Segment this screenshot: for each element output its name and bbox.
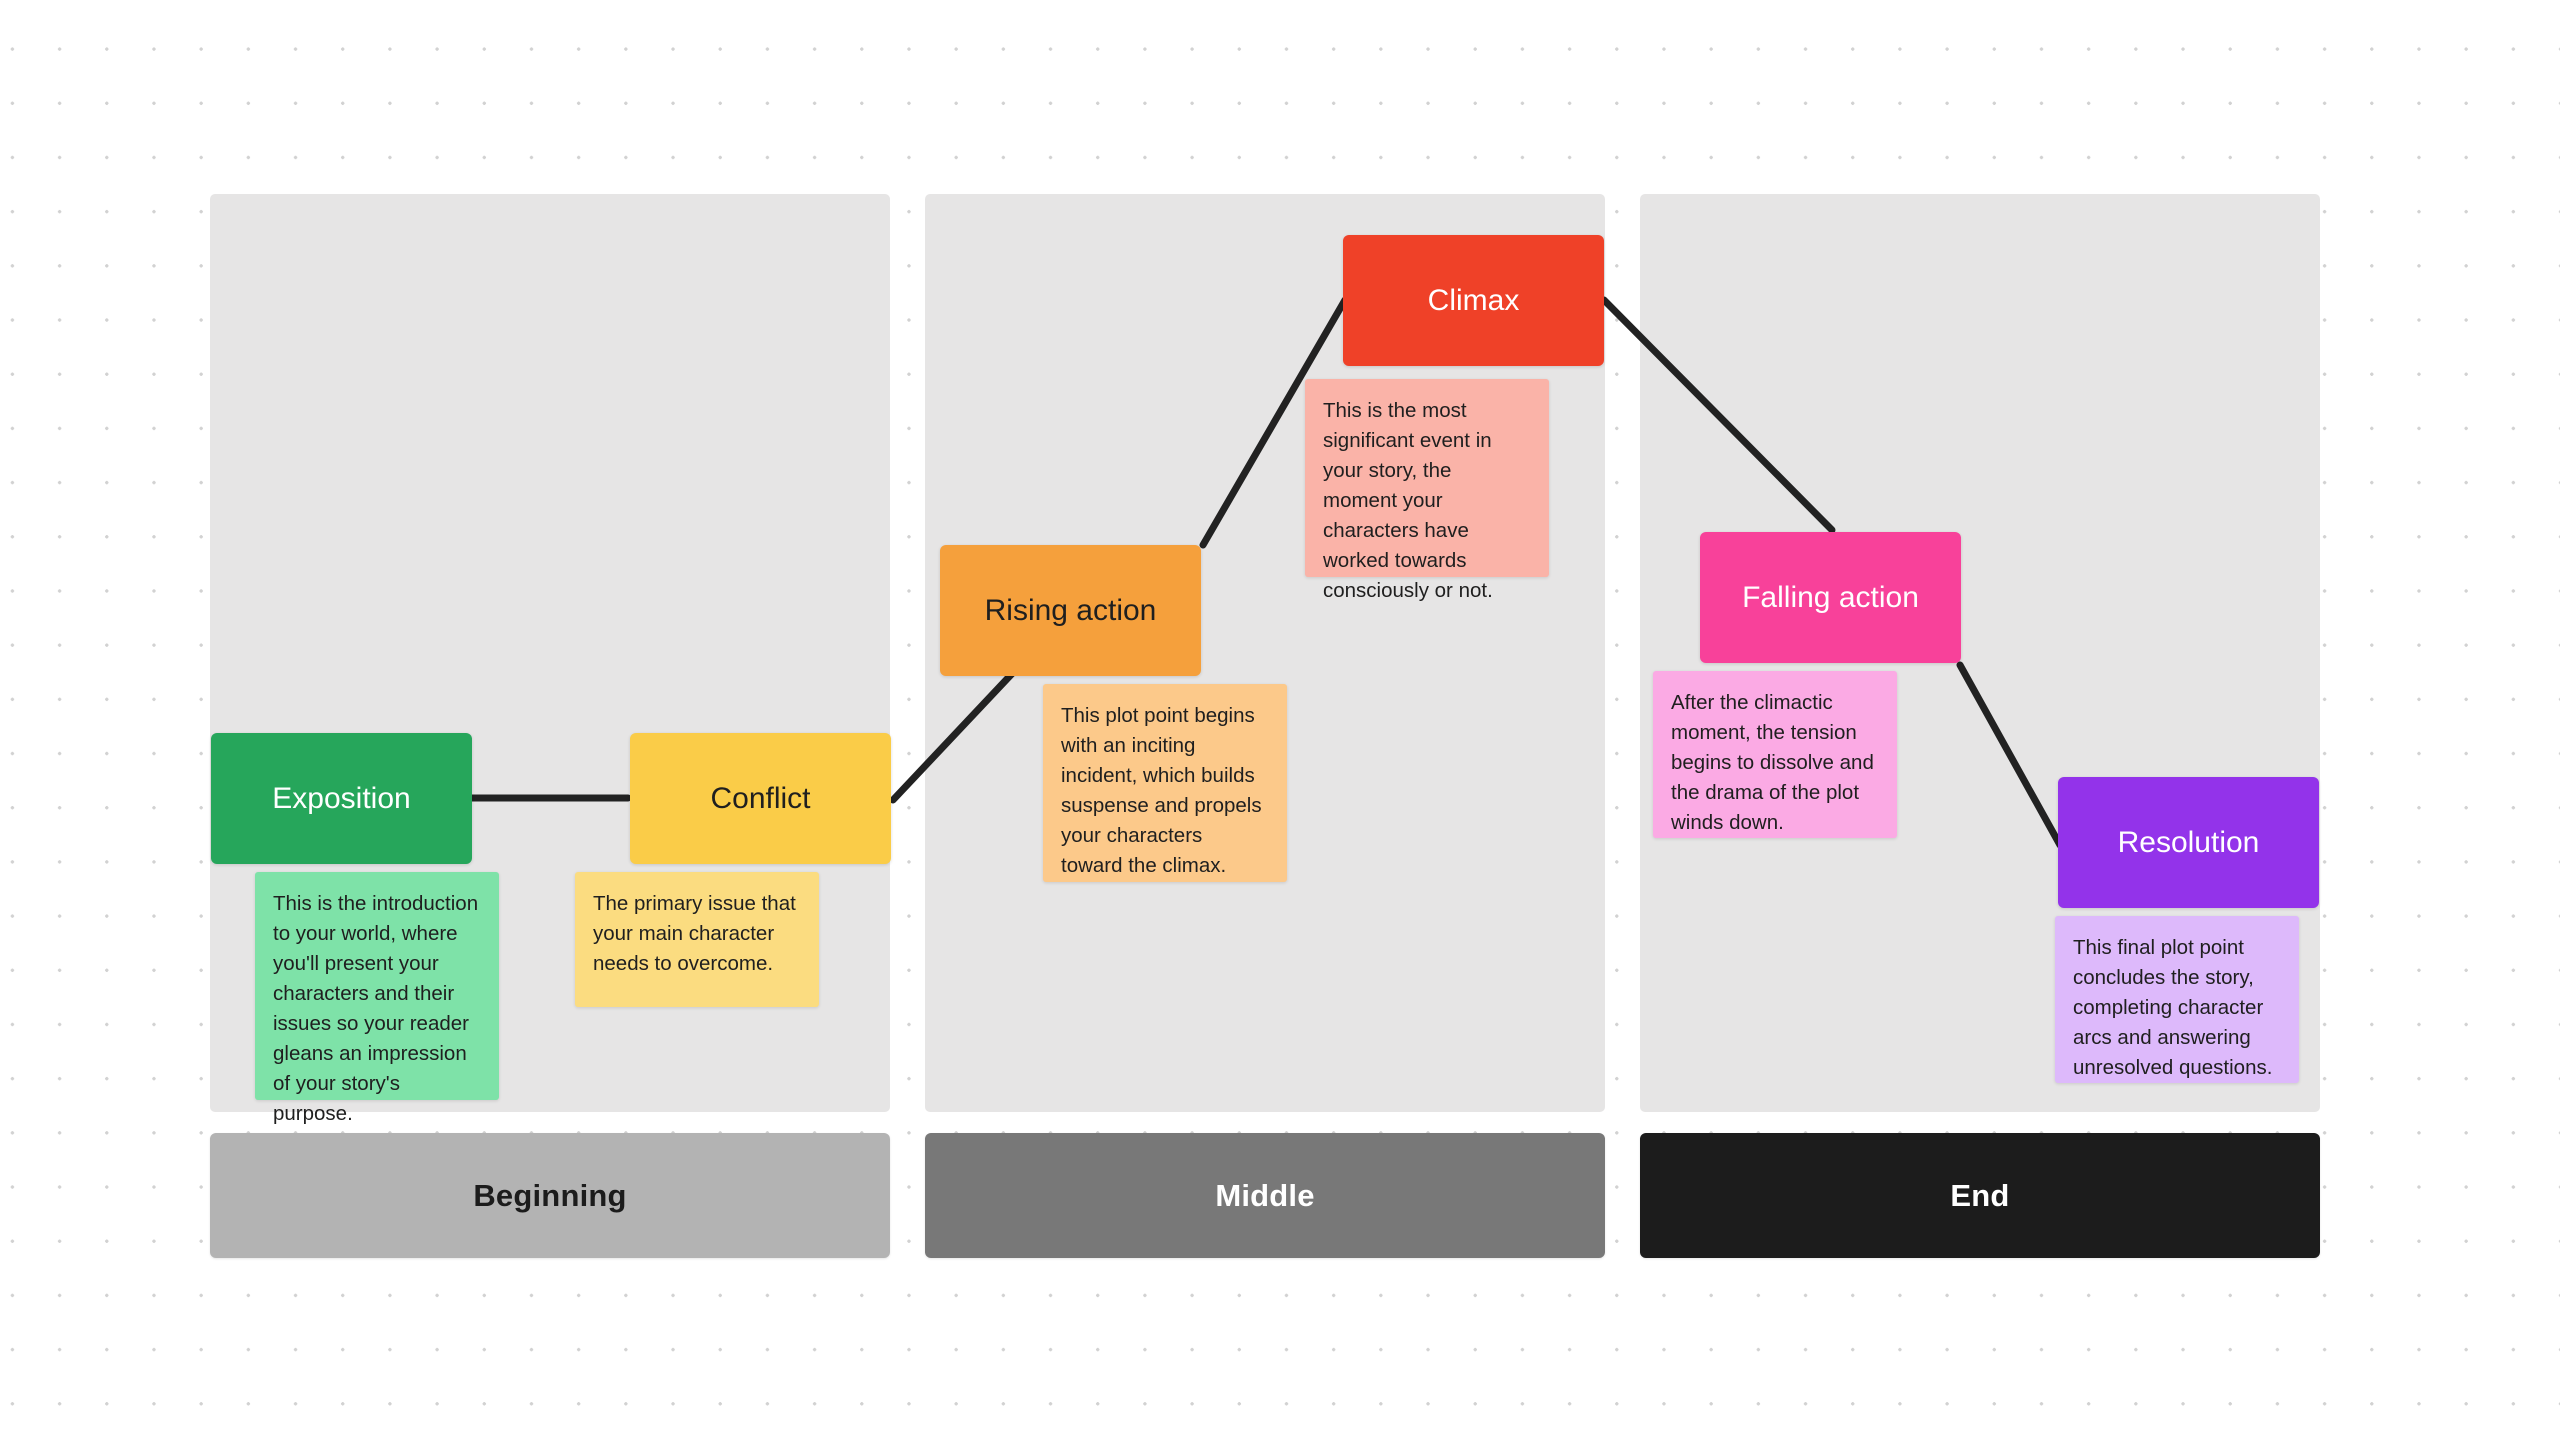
plot-point-label: Conflict	[710, 781, 811, 815]
note-climax[interactable]: This is the most significant event in yo…	[1305, 379, 1549, 602]
plot-point-exposition[interactable]: Exposition	[211, 733, 472, 864]
note-rising-action[interactable]: This plot point begins with an inciting …	[1043, 684, 1287, 882]
stage-bar-label: Beginning	[473, 1177, 627, 1213]
stage-bar-label: End	[1950, 1177, 2010, 1213]
stage-bar-label: Middle	[1215, 1177, 1315, 1213]
stage-bar-beginning[interactable]: Beginning	[210, 1133, 890, 1258]
plot-point-label: Falling action	[1742, 580, 1919, 614]
plot-point-label: Climax	[1427, 283, 1520, 317]
note-exposition[interactable]: This is the introduction to your world, …	[255, 872, 499, 1125]
stage-bar-end[interactable]: End	[1640, 1133, 2320, 1258]
plot-point-conflict[interactable]: Conflict	[630, 733, 891, 864]
plot-point-resolution[interactable]: Resolution	[2058, 777, 2319, 908]
plot-point-falling-action[interactable]: Falling action	[1700, 532, 1961, 663]
stage-bar-middle[interactable]: Middle	[925, 1133, 1605, 1258]
plot-point-label: Resolution	[2117, 825, 2260, 859]
note-resolution[interactable]: This final plot point concludes the stor…	[2055, 916, 2299, 1083]
plot-point-rising-action[interactable]: Rising action	[940, 545, 1201, 676]
plot-point-label: Rising action	[984, 593, 1157, 627]
plot-point-climax[interactable]: Climax	[1343, 235, 1604, 366]
note-falling-action[interactable]: After the climactic moment, the tension …	[1653, 671, 1897, 838]
plot-point-label: Exposition	[272, 781, 411, 815]
note-conflict[interactable]: The primary issue that your main charact…	[575, 872, 819, 1007]
